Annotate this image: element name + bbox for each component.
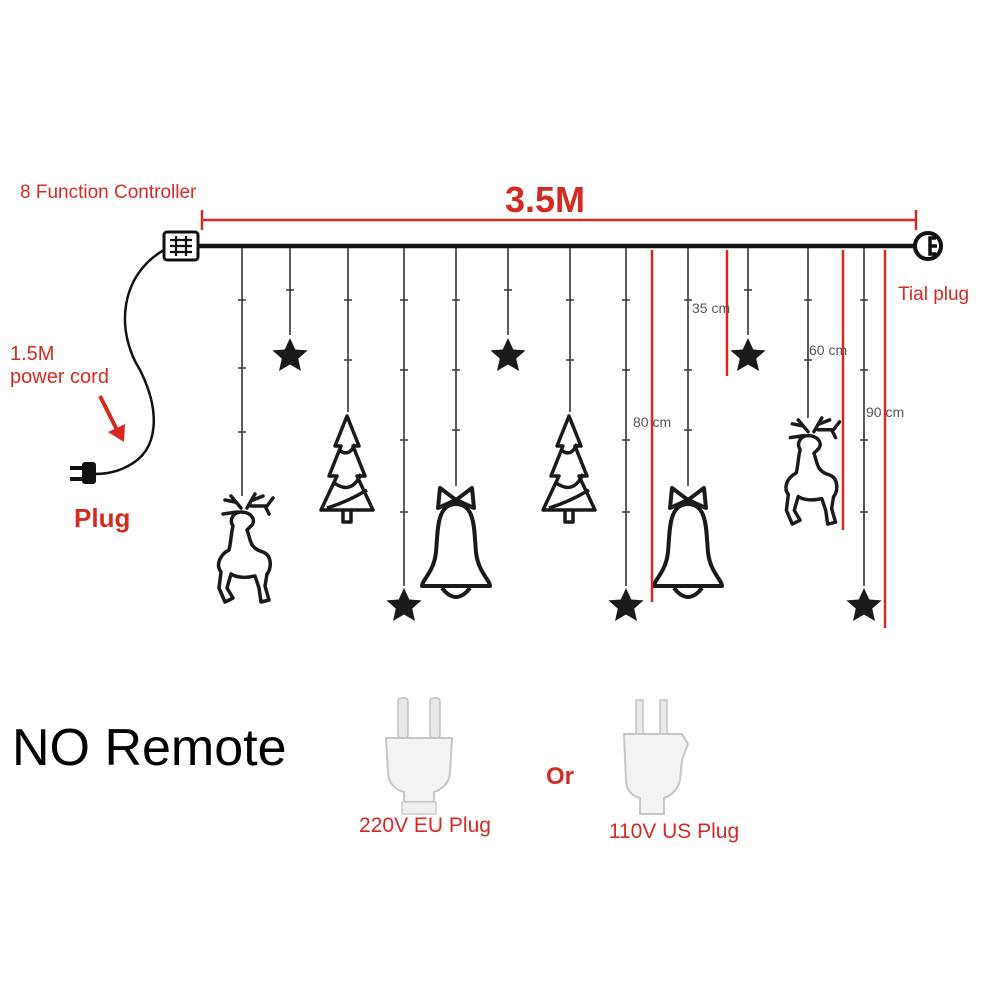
power-plug-icon [70,462,96,484]
reindeer-icon [216,492,275,604]
star-icon [730,338,766,371]
bead-marks [238,289,868,513]
power-cord-length-label: 1.5M [10,343,54,365]
tail-plug-label: Tial plug [898,284,969,305]
plug-label: Plug [74,503,130,533]
us-plug-label: 110V US Plug [609,820,739,843]
length-90-label: 90 cm [866,404,904,420]
length-markers [650,250,887,628]
star-icon [846,588,882,621]
christmas-tree-icon [319,414,375,524]
tail-plug-icon [913,231,943,261]
controller-box-icon [162,230,200,262]
christmas-tree-icon [541,414,597,524]
power-cord-label: power cord [10,366,109,388]
length-35-label: 35 cm [692,300,730,316]
length-80-label: 80 cm [633,414,671,430]
reindeer-icon [784,416,842,526]
length-label: 3.5M [505,179,585,220]
star-icon [490,338,526,371]
star-icon [608,588,644,621]
eu-plug-label: 220V EU Plug [359,814,491,837]
eu-plug-icon [384,697,454,815]
power-cord [91,248,165,476]
no-remote-label: NO Remote [12,719,287,777]
length-dimension-line [200,210,918,230]
or-label: Or [546,763,574,790]
controller-label: 8 Function Controller [20,182,197,203]
length-60-label: 60 cm [809,342,847,358]
bell-icon [654,488,722,597]
hanging-strings [241,248,865,586]
bell-icon [422,488,490,597]
star-icon [386,588,422,621]
star-icon [272,338,308,371]
us-plug-icon [622,699,690,815]
arrow-icon [98,395,125,442]
